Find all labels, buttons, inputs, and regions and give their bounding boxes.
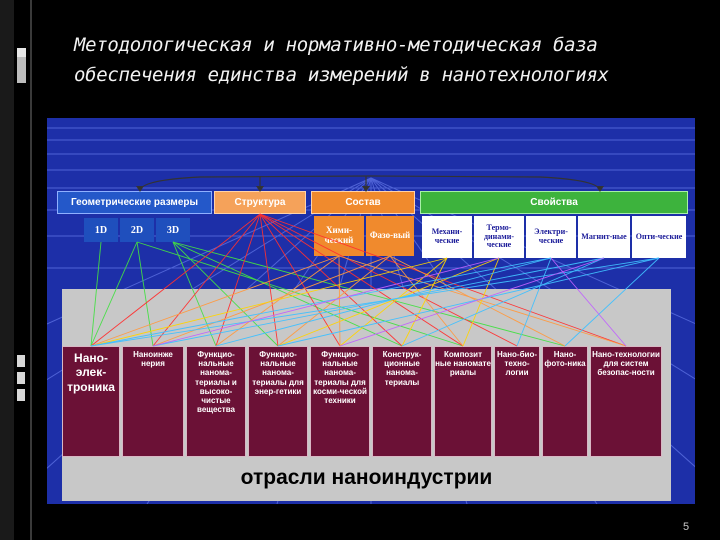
sub-1d: 1D — [84, 218, 118, 242]
industry-structural: Конструк-ционные нанома-териалы — [372, 346, 432, 457]
category-structure: Структура — [214, 191, 306, 214]
sub-2d: 2D — [120, 218, 154, 242]
industry-nanophotonics: Нано-фото-ника — [542, 346, 588, 457]
page-number: 5 — [683, 521, 690, 533]
industry-functional-pure: Функцио-нальные нанома-териалы и высоко-… — [186, 346, 246, 457]
deco-bar-5 — [17, 389, 25, 401]
industry-functional-space: Функцио-нальные нанома-териалы для косми… — [310, 346, 370, 457]
category-composition: Состав — [311, 191, 415, 214]
slide-title: Методологическая и нормативно-методическ… — [74, 30, 704, 90]
sub-3d: 3D — [156, 218, 190, 242]
category-geometry: Геометрические размеры — [57, 191, 212, 214]
industry-nanoelectronics: Нано-элек-троника — [62, 346, 120, 457]
sub-optical: Опти-ческие — [632, 216, 686, 258]
deco-bar-2 — [17, 57, 26, 83]
sub-chemical: Хими-ческий — [314, 216, 364, 256]
deco-vertical-line — [30, 0, 32, 540]
sub-electrical: Электри-ческие — [526, 216, 576, 258]
deco-bar-1 — [17, 48, 26, 57]
industry-nanoengineering: Наноинже нерия — [122, 346, 184, 457]
sub-magnetic: Магнит-ные — [578, 216, 630, 258]
footer-label: отрасли наноиндустрии — [240, 466, 493, 489]
sub-mechanical: Механи-ческие — [422, 216, 472, 258]
sub-phase: Фазо-вый — [366, 216, 414, 256]
slide-title-line-1: Методологическая и нормативно-методическ… — [74, 34, 598, 56]
industry-security: Нано-технологии для систем безопас-ности — [590, 346, 662, 457]
slide-left-bar — [0, 0, 14, 540]
industry-functional-energy: Функцио-нальные нанома-териалы для энер-… — [248, 346, 308, 457]
industry-nanobiotech: Нано-био-техно-логии — [494, 346, 540, 457]
category-properties: Свойства — [420, 191, 688, 214]
industry-composite: Композит ные наномате риалы — [434, 346, 492, 457]
slide-title-line-2: обеспечения единства измерений в нанотех… — [74, 64, 609, 86]
sub-thermodynamic: Термо-динами-ческие — [474, 216, 524, 258]
deco-bar-3 — [17, 355, 25, 367]
deco-bar-4 — [17, 372, 25, 384]
